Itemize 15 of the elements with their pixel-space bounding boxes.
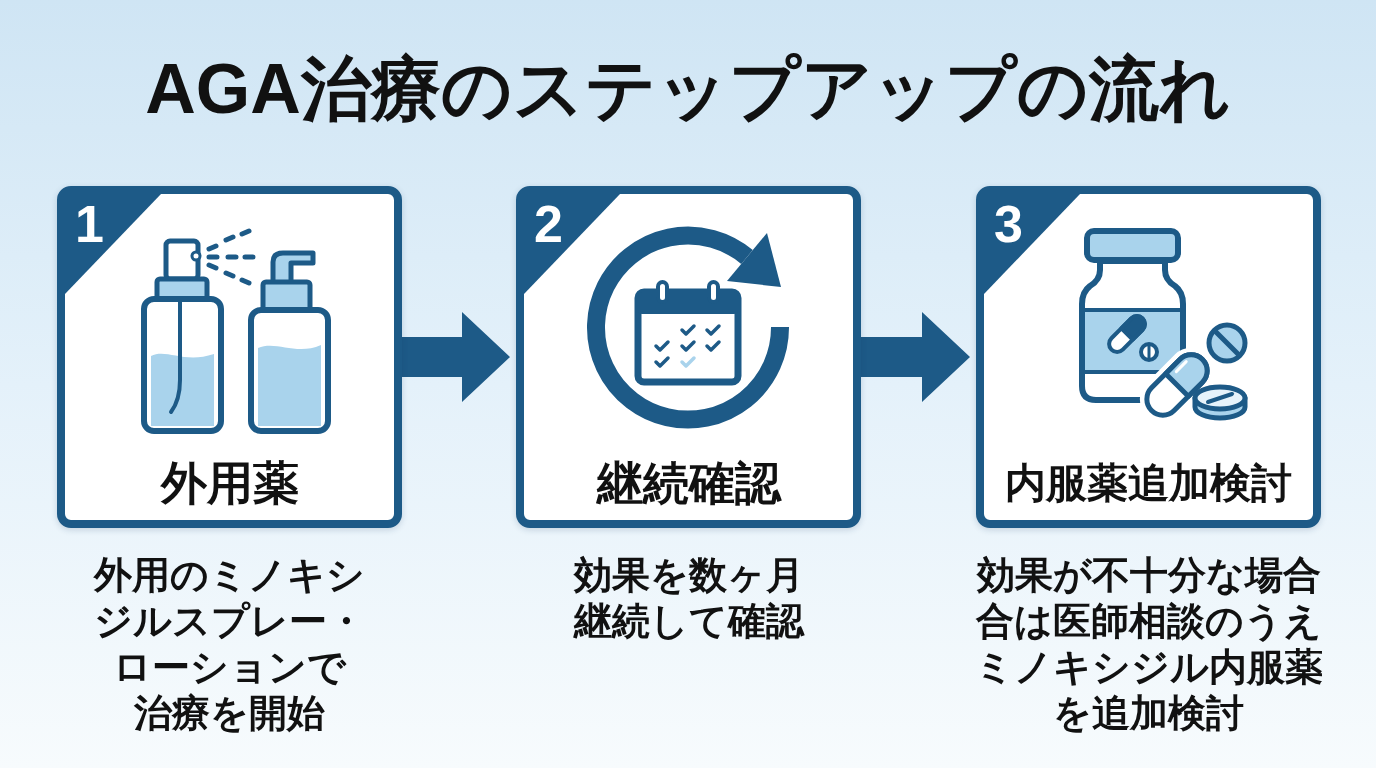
step-card <box>57 186 402 528</box>
step-description: 外用のミノキシジルスプレー・ローションで治療を開始 <box>94 553 365 736</box>
step-title: 継続確認 <box>596 456 781 511</box>
step-description: 効果を数ヶ月継続して確認 <box>573 553 804 644</box>
step-number: 2 <box>534 198 563 250</box>
step-card <box>976 186 1321 528</box>
step-description: 効果が不十分な場合合は医師相談のうえミノキシジル内服薬を追加検討 <box>974 553 1323 736</box>
arrow <box>861 312 970 402</box>
step-title: 外用薬 <box>160 456 299 511</box>
arrow <box>402 312 510 402</box>
step-card <box>516 186 861 528</box>
step-number: 1 <box>75 198 104 250</box>
step-title: 内服薬追加検討 <box>1005 459 1292 508</box>
step-number: 3 <box>994 198 1023 250</box>
page-title: AGA治療のステップアップの流れ <box>145 54 1231 124</box>
